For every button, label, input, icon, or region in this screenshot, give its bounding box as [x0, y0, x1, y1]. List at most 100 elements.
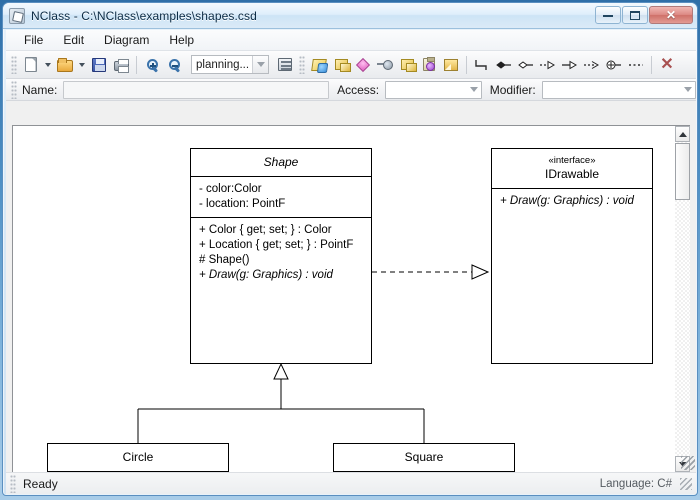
class-title-idrawable: «interface» IDrawable — [492, 149, 652, 189]
zoom-in-button[interactable] — [141, 54, 163, 76]
menu-diagram[interactable]: Diagram — [104, 33, 150, 47]
name-input[interactable] — [63, 80, 330, 99]
chevron-down-icon — [469, 87, 478, 92]
toolbar-separator-3 — [651, 55, 652, 74]
new-enum-button[interactable] — [396, 54, 418, 76]
client-area: File Edit Diagram Help planning... — [6, 30, 696, 494]
toolbar-separator — [136, 55, 137, 74]
diagram-canvas-container[interactable]: Shape - color:Color - location: PointF +… — [12, 125, 690, 473]
resize-grip[interactable] — [681, 456, 695, 470]
access-combo[interactable] — [385, 80, 482, 99]
maximize-button[interactable] — [622, 6, 648, 24]
composition-tool[interactable] — [493, 54, 515, 76]
menu-help[interactable]: Help — [169, 33, 195, 47]
field: - location: PointF — [199, 198, 286, 210]
access-label: Access: — [337, 82, 380, 97]
zoom-level-combo[interactable]: planning... — [191, 55, 269, 74]
new-document-icon — [25, 57, 37, 72]
diagram-canvas[interactable]: Shape - color:Color - location: PointF +… — [13, 126, 673, 472]
delete-button[interactable]: ✕ — [656, 54, 678, 76]
class-title-shape: Shape — [191, 149, 371, 177]
properties-button[interactable] — [274, 54, 296, 76]
vertical-scrollbar[interactable] — [675, 126, 690, 472]
class-operations-shape: + Color { get; set; } : Color + Location… — [191, 218, 371, 288]
uml-class-circle[interactable]: Circle — [47, 443, 229, 472]
maximize-icon — [630, 10, 640, 20]
comment-relation-tool[interactable] — [625, 54, 647, 76]
chevron-down-icon — [45, 62, 51, 67]
new-diagram-dropdown[interactable] — [42, 54, 54, 76]
arrow-up-icon — [678, 131, 687, 137]
property-toolbar-grip[interactable] — [11, 80, 17, 99]
new-delegate-button[interactable] — [374, 54, 396, 76]
window-controls: ✕ — [595, 6, 693, 24]
zoom-out-button[interactable] — [163, 54, 185, 76]
minimize-icon — [603, 14, 613, 17]
toolbar-grip[interactable] — [11, 55, 17, 74]
open-folder-icon — [57, 57, 73, 72]
zoom-level-value: planning... — [196, 58, 250, 71]
scroll-up-button[interactable] — [675, 126, 690, 142]
open-dropdown[interactable] — [76, 54, 88, 76]
title-bar[interactable]: NClass - C:\NClass\examples\shapes.csd ✕ — [3, 3, 697, 29]
nesting-tool[interactable] — [603, 54, 625, 76]
zoom-out-icon — [168, 59, 180, 70]
class-title-circle: Circle — [48, 444, 228, 472]
interface-name: IDrawable — [544, 167, 600, 181]
toolbar-grip-2[interactable] — [299, 55, 305, 74]
modifier-label: Modifier: — [489, 82, 536, 97]
interface-icon — [355, 57, 371, 72]
hollow-diamond-icon — [518, 60, 533, 69]
dependency-tool[interactable] — [581, 54, 603, 76]
uml-class-square[interactable]: Square — [333, 443, 515, 472]
print-button[interactable] — [110, 54, 132, 76]
new-diagram-button[interactable] — [20, 54, 42, 76]
new-class-button[interactable] — [308, 54, 330, 76]
save-button[interactable] — [88, 54, 110, 76]
solid-hollow-arrow-icon — [562, 60, 577, 69]
new-interface-button[interactable] — [352, 54, 374, 76]
field: - color:Color — [199, 183, 262, 195]
uml-class-shape[interactable]: Shape - color:Color - location: PointF +… — [190, 148, 372, 364]
window-title: NClass - C:\NClass\examples\shapes.csd — [31, 8, 257, 23]
filled-diamond-icon — [496, 60, 511, 69]
new-state-button[interactable] — [418, 54, 440, 76]
minimize-button[interactable] — [595, 6, 621, 24]
chevron-down-icon — [684, 87, 692, 92]
chevron-down-icon — [256, 62, 265, 67]
aggregation-tool[interactable] — [515, 54, 537, 76]
realization-tool[interactable] — [537, 54, 559, 76]
name-label: Name: — [22, 82, 58, 97]
property-toolbar: Name: Access: Modifier: — [6, 79, 696, 101]
menu-file[interactable]: File — [24, 33, 44, 47]
chevron-down-icon — [79, 62, 85, 67]
toolbar-separator-2 — [466, 55, 467, 74]
printer-icon — [113, 59, 129, 73]
status-resize-grip[interactable] — [680, 477, 692, 490]
status-text: Ready — [23, 476, 58, 491]
class-icon — [311, 58, 327, 71]
zoom-level-dropdown[interactable] — [252, 56, 268, 73]
generalization-tool[interactable] — [559, 54, 581, 76]
circle-plus-icon — [606, 60, 621, 69]
modifier-combo[interactable] — [541, 80, 696, 99]
class-title-square: Square — [334, 444, 514, 472]
vertical-scroll-thumb[interactable] — [675, 143, 690, 200]
stereotype-label: «interface» — [548, 155, 596, 166]
zoom-in-icon — [146, 59, 158, 70]
structure-icon — [334, 59, 351, 72]
new-structure-button[interactable] — [330, 54, 352, 76]
uml-interface-idrawable[interactable]: «interface» IDrawable + Draw(g: Graphics… — [491, 148, 653, 364]
open-button[interactable] — [54, 54, 76, 76]
new-comment-button[interactable] — [440, 54, 462, 76]
red-x-icon: ✕ — [660, 55, 674, 73]
nclass-icon — [9, 7, 25, 24]
menu-edit[interactable]: Edit — [63, 33, 85, 47]
close-button[interactable]: ✕ — [649, 6, 693, 24]
delegate-icon — [377, 59, 393, 70]
dotted-line-icon — [629, 63, 643, 66]
save-floppy-icon — [92, 57, 106, 72]
comment-icon — [444, 58, 458, 71]
connection-tool[interactable] — [471, 54, 493, 76]
